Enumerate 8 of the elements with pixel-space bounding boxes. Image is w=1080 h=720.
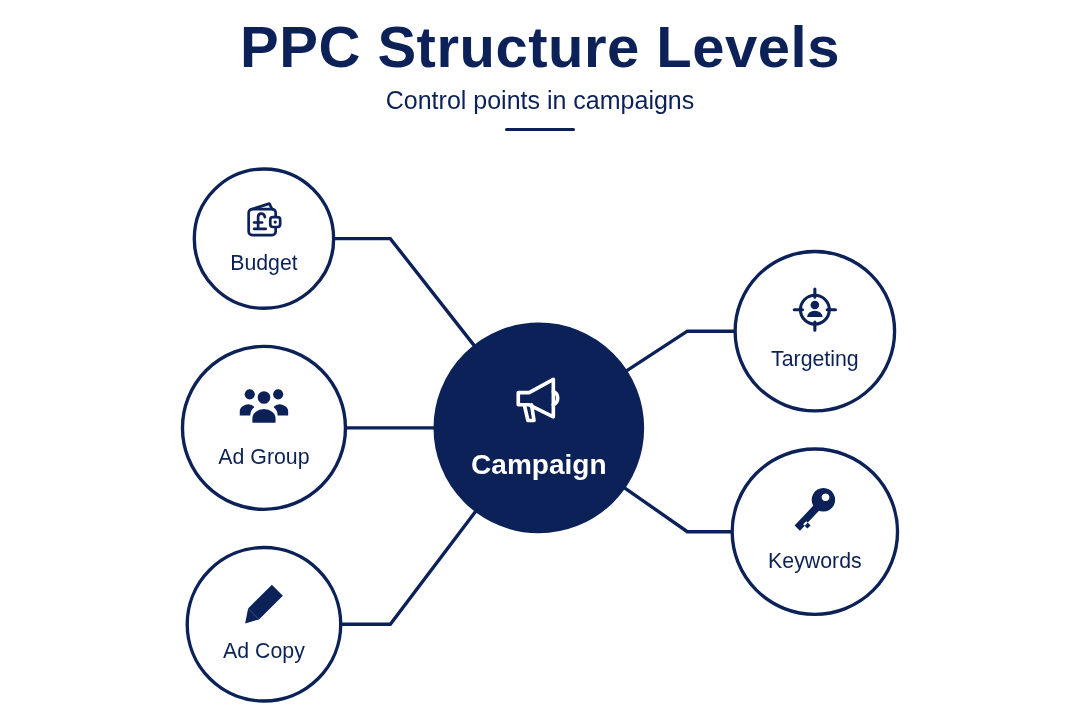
node-circle: Campaign [433,322,645,534]
subtitle: Control points in campaigns [385,85,695,116]
node-circle: Targeting [733,249,897,413]
node-circle: Ad Copy [185,545,343,703]
node-circle: Ad Group [180,344,348,512]
node-circle: Budget [192,167,336,310]
title: PPC Structure Levels [240,14,840,80]
node-circle: Keywords [730,447,900,617]
